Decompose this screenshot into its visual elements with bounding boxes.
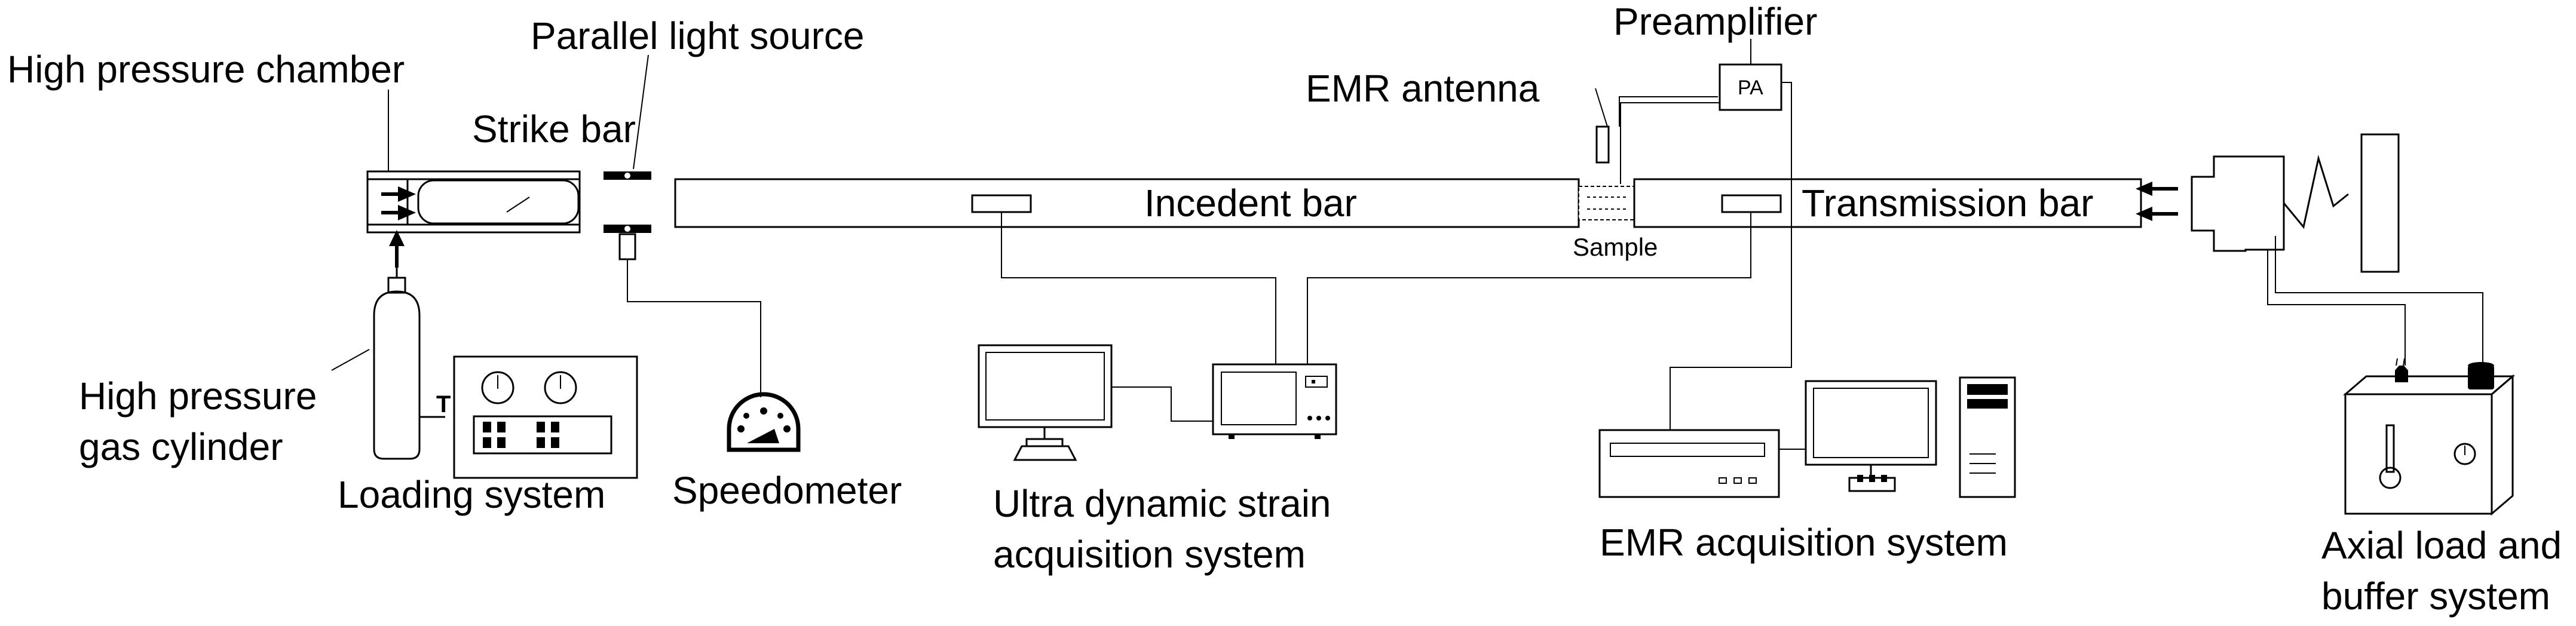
incedent-bar-label: Incedent bar bbox=[1144, 182, 1357, 225]
loading-system-label: Loading system bbox=[338, 473, 605, 516]
emr-acquisition-label: EMR acquisition system bbox=[1600, 521, 2008, 564]
strain-signal-wires bbox=[1001, 212, 1751, 422]
speedometer-icon bbox=[727, 392, 801, 452]
gas-cylinder-label-line2: gas cylinder bbox=[79, 425, 283, 468]
sample bbox=[1578, 186, 1635, 220]
strain-acquisition-label-line2: acquisition system bbox=[993, 533, 1306, 576]
high-pressure-chamber bbox=[366, 170, 581, 234]
pa-label: PA bbox=[1738, 76, 1763, 99]
loading-system-panel bbox=[453, 355, 638, 479]
axial-load-control-box bbox=[2342, 358, 2516, 516]
high-pressure-chamber-label: High pressure chamber bbox=[7, 48, 405, 91]
emr-antenna-label: EMR antenna bbox=[1306, 67, 1540, 110]
strain-computer-monitor bbox=[978, 344, 1113, 461]
emr-computer bbox=[1805, 376, 2016, 498]
strike-bar-label: Strike bar bbox=[472, 108, 636, 151]
incedent-bar bbox=[674, 178, 1580, 228]
gas-cylinder-label-line1: High pressure bbox=[79, 375, 317, 418]
emr-acquisition-recorder bbox=[1598, 429, 1806, 498]
axial-load-label-line2: buffer system bbox=[2321, 575, 2550, 618]
pressure-arrows-icon bbox=[381, 186, 416, 268]
high-pressure-gas-cylinder bbox=[331, 268, 445, 460]
preamplifier bbox=[1620, 39, 1792, 430]
emr-antenna bbox=[1595, 88, 1718, 164]
speedometer-label: Speedometer bbox=[672, 469, 902, 512]
strike-bar bbox=[417, 179, 580, 225]
oscilloscope bbox=[1212, 363, 1337, 439]
strain-acquisition-label-line1: Ultra dynamic strain bbox=[993, 482, 1331, 525]
transmission-bar-label: Transmission bar bbox=[1802, 182, 2093, 225]
axial-load-cylinder bbox=[2191, 133, 2483, 366]
parallel-light-source-label: Parallel light source bbox=[531, 14, 865, 57]
axial-load-arrows-icon bbox=[2136, 182, 2178, 221]
sample-label: Sample bbox=[1573, 233, 1658, 261]
parallel-light-source bbox=[604, 54, 761, 397]
valve-label: T bbox=[436, 391, 451, 418]
preamplifier-label: Preamplifier bbox=[1613, 0, 1817, 43]
axial-load-label-line1: Axial load and bbox=[2321, 524, 2562, 567]
